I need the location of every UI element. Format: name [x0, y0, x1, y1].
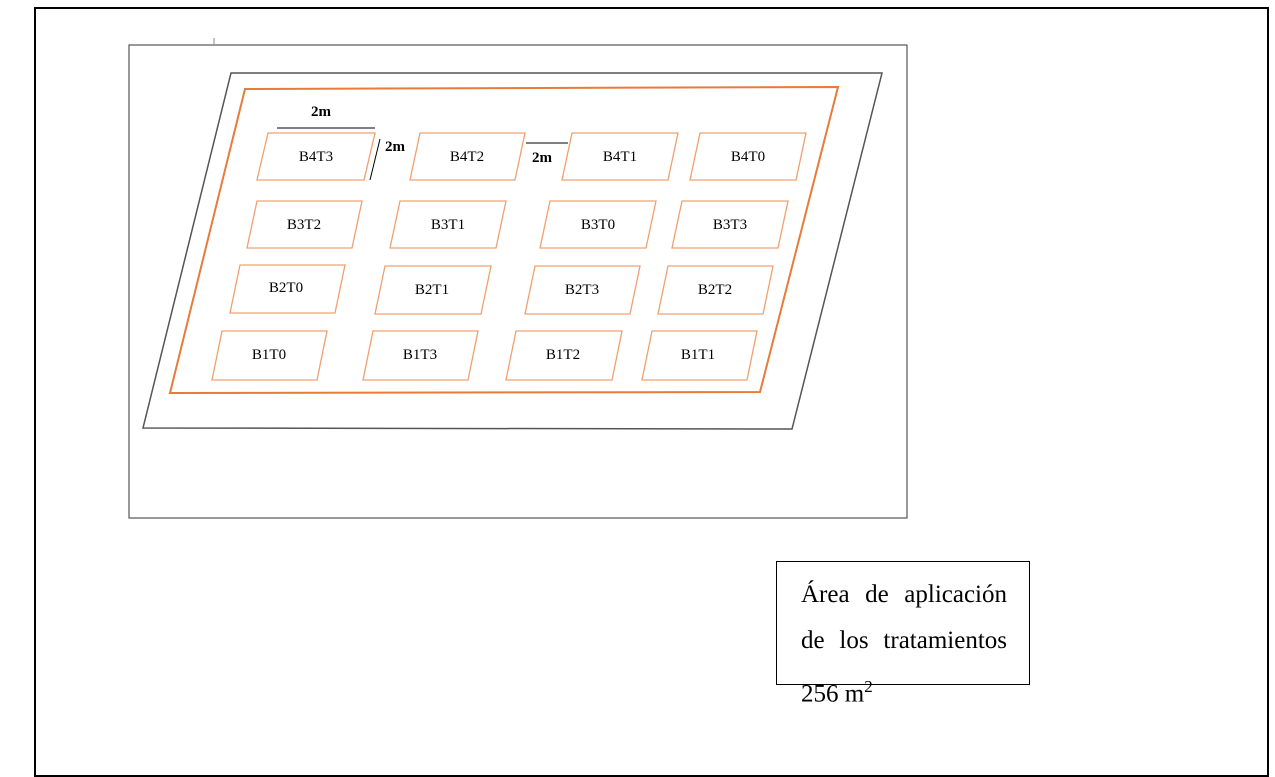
- plot-cell: B2T2: [657, 265, 774, 315]
- area-caption-superscript: 2: [864, 677, 873, 696]
- plot-label: B3T1: [431, 217, 465, 233]
- plot-cell: B3T3: [671, 200, 789, 249]
- plot-cell: B1T1: [641, 330, 758, 381]
- plot-row-3: B3T2 B3T1 B3T0 B3T3: [246, 200, 789, 249]
- gap-dimension-line: [369, 138, 381, 181]
- plot-label: B3T3: [713, 217, 747, 233]
- plot-cell: B4T0: [689, 132, 807, 181]
- spacing-dimension-label: 2m: [532, 150, 553, 166]
- plot-label: B1T0: [252, 347, 286, 363]
- plot-cell: B4T2: [409, 132, 526, 181]
- plot-cell: B1T3: [362, 330, 479, 381]
- field-boundary: [168, 85, 840, 395]
- gap-dimension-label: 2m: [385, 139, 406, 155]
- plot-label: B1T2: [546, 347, 580, 363]
- plot-row-1: B1T0 B1T3 B1T2 B1T1: [211, 330, 758, 381]
- plot-label: B4T1: [603, 149, 637, 165]
- plot-label: B1T3: [403, 347, 437, 363]
- embedded-page-frame: [128, 44, 908, 519]
- plot-label: B4T0: [731, 149, 765, 165]
- plot-label: B2T2: [698, 282, 732, 298]
- area-caption-box: Área de aplicación de los tratamientos 2…: [776, 561, 1030, 707]
- plot-label: B2T1: [415, 282, 449, 298]
- plot-cell: B1T0: [211, 330, 328, 381]
- plot-cell: B4T3: [256, 132, 376, 181]
- plot-cell: B2T3: [524, 265, 641, 315]
- plot-row-2: B2T0 B2T1 B2T3 B2T2: [229, 264, 774, 315]
- plot-cell: B2T0: [229, 264, 346, 314]
- plot-label: B3T2: [287, 217, 321, 233]
- plot-row-4: B4T3 B4T2 B4T1 B4T0: [256, 132, 807, 181]
- outer-parallelogram: [142, 72, 883, 430]
- plot-label: B2T3: [565, 282, 599, 298]
- plot-label: B1T1: [681, 347, 715, 363]
- plot-cell: B3T2: [246, 200, 363, 249]
- plot-cell: B1T2: [505, 330, 623, 381]
- plot-label: B2T0: [269, 280, 303, 296]
- plot-label: B4T2: [450, 149, 484, 165]
- plot-label: B3T0: [581, 217, 615, 233]
- area-caption-text: Área de aplicación de los tratamientos 2…: [801, 581, 1007, 708]
- width-dimension-label: 2m: [311, 104, 332, 120]
- plot-label: B4T3: [299, 149, 333, 165]
- plot-cell: B3T1: [389, 200, 507, 249]
- plot-cell: B3T0: [539, 200, 657, 249]
- plot-cell: B4T1: [561, 132, 679, 181]
- plot-cell: B2T1: [374, 265, 492, 315]
